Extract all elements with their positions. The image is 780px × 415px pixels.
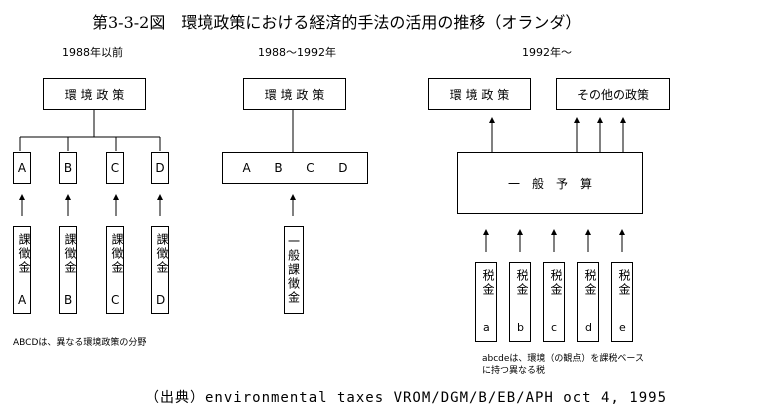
p3-tax-box-c: 税金 c xyxy=(543,262,565,342)
p1-levy-text: 課徴金 xyxy=(17,233,31,275)
p1-area-box-a: A xyxy=(13,152,31,184)
p3-tax-box-d: 税金 d xyxy=(577,262,599,342)
p1-area-box-d: D xyxy=(151,152,169,184)
p3-note-line1: abcdeは、環境（の観点）を課税ベース xyxy=(482,354,644,364)
period-label-1988-1992: 1988〜1992年 xyxy=(258,46,336,59)
p3-tax-text: 税金 xyxy=(549,269,563,297)
p3-tax-letter: b xyxy=(517,321,524,334)
p1-levy-box-a: 課徴金 A xyxy=(13,226,31,314)
figure-title: 第3-3-2図 環境政策における経済的手法の活用の推移（オランダ） xyxy=(92,13,582,32)
p1-levy-box-c: 課徴金 C xyxy=(106,226,124,314)
p3-tax-box-a: 税金 a xyxy=(475,262,497,342)
p3-tax-letter: e xyxy=(619,321,626,334)
p2-areas-box: A B C D xyxy=(222,152,368,184)
p3-tax-text: 税金 xyxy=(481,269,495,297)
p3-tax-letter: c xyxy=(551,321,558,334)
p3-note-line2: に持つ異なる税 xyxy=(482,366,546,376)
p1-area-box-c: C xyxy=(106,152,124,184)
p3-tax-letter: d xyxy=(585,321,592,334)
p1-note: ABCDは、異なる環境政策の分野 xyxy=(13,338,147,348)
p1-levy-letter: D xyxy=(156,293,166,307)
p1-levy-box-b: 課徴金 B xyxy=(59,226,77,314)
p3-tax-letter: a xyxy=(483,321,490,334)
period-label-1988-before: 1988年以前 xyxy=(62,46,123,59)
p1-levy-text: 課徴金 xyxy=(155,233,169,275)
p2-policy-box: 環 境 政 策 xyxy=(243,78,346,110)
p1-levy-box-d: 課徴金 D xyxy=(151,226,169,314)
p3-policy-box: 環 境 政 策 xyxy=(428,78,531,110)
p2-general-levy-box: 一般課徴金 xyxy=(284,226,304,314)
p1-levy-text: 課徴金 xyxy=(110,233,124,275)
p3-tax-text: 税金 xyxy=(515,269,529,297)
p3-general-budget-box: 一 般 予 算 xyxy=(457,152,643,214)
p1-levy-text: 課徴金 xyxy=(63,233,77,275)
p3-other-policy-box: その他の政策 xyxy=(556,78,670,110)
p1-levy-letter: A xyxy=(18,293,27,307)
p1-levy-letter: C xyxy=(111,293,120,307)
p3-tax-text: 税金 xyxy=(583,269,597,297)
source-citation: （出典）environmental taxes VROM/DGM/B/EB/AP… xyxy=(145,390,668,406)
p3-tax-text: 税金 xyxy=(617,269,631,297)
p1-area-box-b: B xyxy=(59,152,77,184)
period-label-1992-after: 1992年〜 xyxy=(522,46,572,59)
p1-policy-box: 環 境 政 策 xyxy=(43,78,146,110)
p1-levy-letter: B xyxy=(64,293,73,307)
p3-tax-box-e: 税金 e xyxy=(611,262,633,342)
p3-tax-box-b: 税金 b xyxy=(509,262,531,342)
p2-general-levy-text: 一般課徴金 xyxy=(286,235,301,305)
